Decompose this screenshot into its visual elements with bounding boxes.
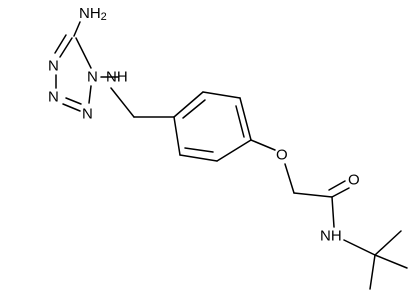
amino-label-main: NH xyxy=(79,5,101,22)
amide-nh-label: NH xyxy=(320,228,342,245)
bond-tbu-me1 xyxy=(374,230,402,256)
bond-n3-n4 xyxy=(88,85,92,104)
bond-co-o-2 xyxy=(328,180,346,191)
bond-co-o-1 xyxy=(331,187,350,198)
ring-n2-label: N xyxy=(48,89,59,106)
bond-tbu-me2 xyxy=(374,254,408,269)
bond-c5-n1 xyxy=(59,37,73,58)
benzene-inner-2 xyxy=(235,105,245,138)
benzene-bond-4 xyxy=(216,139,252,162)
linker-nh-label: NH xyxy=(106,69,128,86)
ether-o-label: O xyxy=(276,147,288,164)
bond-ring-o xyxy=(250,139,276,151)
ring-n4-label: N xyxy=(87,69,98,86)
benzene-bond-5 xyxy=(179,154,218,162)
benzene-bond-2 xyxy=(202,91,241,99)
benzene-bond-1 xyxy=(173,91,204,118)
bond-n2-n3-double xyxy=(65,97,82,105)
bond-tbu-me3 xyxy=(369,254,376,290)
benzene-bond-3 xyxy=(239,97,252,141)
bond-nh-tbu xyxy=(343,239,376,256)
bond-nh-ch2 xyxy=(110,87,135,118)
bond-n2-n3 xyxy=(62,103,81,112)
bond-n4-c5 xyxy=(75,37,92,69)
benzene-inner-1 xyxy=(182,99,206,119)
bond-co-nh xyxy=(331,196,335,228)
benzene-inner-3 xyxy=(184,147,214,153)
ring-n1-label: N xyxy=(48,58,59,75)
bond-c5-nh2 xyxy=(73,21,81,37)
amino-label-subscript: 2 xyxy=(101,11,107,23)
ring-n3-label: N xyxy=(82,106,93,123)
carbonyl-o-label: O xyxy=(348,172,360,189)
bond-ch2-co xyxy=(293,192,333,198)
benzene-bond-6 xyxy=(173,116,181,156)
bond-o-ch2 xyxy=(284,163,295,194)
amino-label: NH2 xyxy=(79,5,107,24)
bond-c5-n1-double xyxy=(54,34,67,54)
